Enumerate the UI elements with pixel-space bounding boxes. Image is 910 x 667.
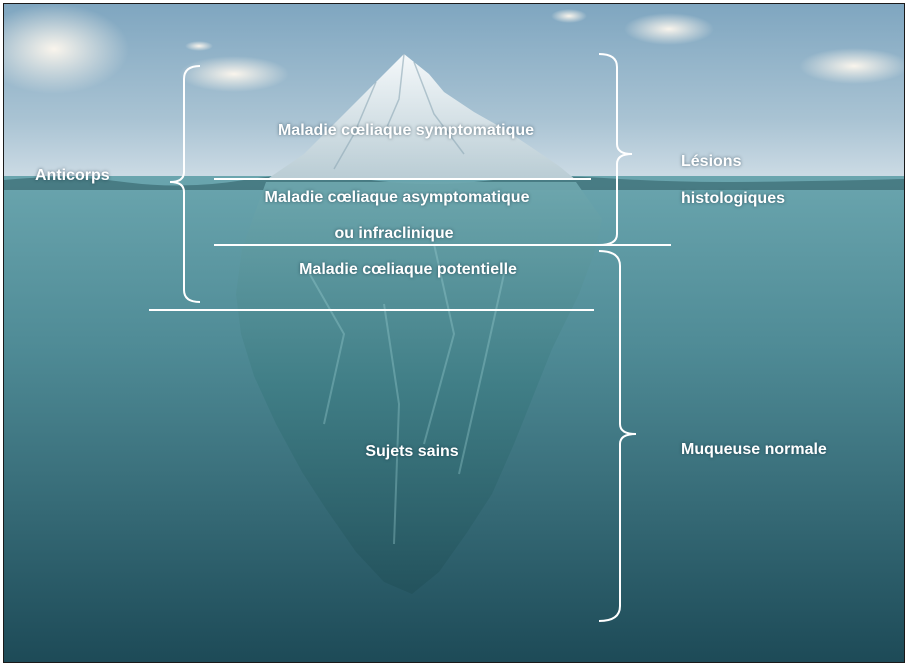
iceberg-texture [303, 243, 505, 545]
iceberg-tip-texture [333, 53, 465, 170]
brace-muqueuse [598, 250, 637, 622]
label-lesions-line2: histologiques [681, 190, 785, 207]
label-anticorps: Anticorps [35, 167, 110, 184]
label-asymptomatique-line1: Maladie cœliaque asymptomatique [264, 189, 530, 206]
waterline [4, 174, 904, 190]
label-asymptomatique-line2: ou infraclinique [334, 225, 454, 242]
label-lesions-line1: Lésions [681, 153, 742, 170]
divider-lines [149, 178, 671, 311]
label-symptomatique: Maladie cœliaque symptomatique [277, 122, 535, 139]
clouds [4, 4, 904, 94]
label-sujets-sains: Sujets sains [365, 443, 459, 460]
iceberg-tip [266, 54, 576, 180]
brace-anticorps [169, 65, 201, 303]
brace-lesions [598, 53, 633, 246]
diagram-frame: Maladie cœliaque symptomatique Maladie c… [3, 3, 905, 663]
label-potentielle: Maladie cœliaque potentielle [299, 261, 517, 278]
iceberg-underwater [236, 182, 602, 594]
iceberg-scene [4, 4, 904, 662]
label-muqueuse-normale: Muqueuse normale [681, 441, 827, 458]
